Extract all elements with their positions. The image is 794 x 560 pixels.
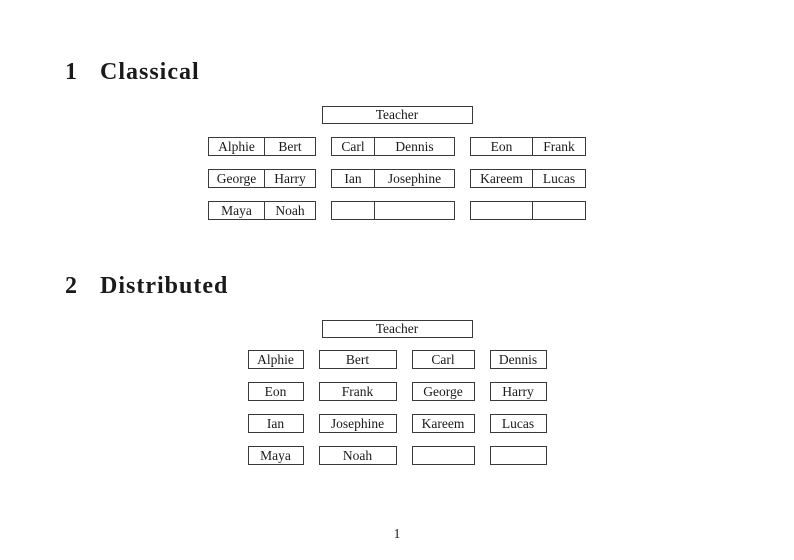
section-title: Classical — [100, 59, 200, 85]
distributed-row-3: Ian Josephine Kareem Lucas — [0, 414, 794, 433]
desk-single: Noah — [318, 446, 397, 465]
desk-single: Frank — [318, 382, 397, 401]
seat-cell-empty — [532, 202, 585, 219]
teacher-row: Teacher — [0, 320, 794, 338]
desk-single-empty — [489, 446, 547, 465]
seat-cell: Frank — [532, 138, 585, 155]
seat-cell: Eon — [490, 139, 513, 154]
desk-single: Eon — [247, 382, 304, 401]
teacher-row: Teacher — [0, 106, 794, 124]
desk-single: Maya — [247, 446, 304, 465]
desk-single: Bert — [318, 350, 397, 369]
desk-single: Dennis — [489, 350, 547, 369]
desk-single: Lucas — [489, 414, 547, 433]
seat-cell-empty — [332, 202, 374, 219]
desk: George Harry — [208, 169, 316, 188]
teacher-box: Teacher — [321, 320, 473, 338]
desk-single-empty — [411, 446, 475, 465]
teacher-box: Teacher — [321, 106, 473, 124]
distributed-row-4: Maya Noah — [0, 446, 794, 465]
classical-row-2: George Harry Ian Josephine Kareem Lucas — [0, 169, 794, 188]
seat-cell: Carl — [341, 139, 365, 154]
distributed-row-1: Alphie Bert Carl Dennis — [0, 350, 794, 369]
seat-cell: Ian — [344, 171, 362, 186]
seat-cell: Dennis — [374, 138, 454, 155]
seat-cell: Kareem — [480, 171, 523, 186]
desk: Maya Noah — [208, 201, 316, 220]
seat-cell: Maya — [221, 203, 252, 218]
seat-cell: Alphie — [218, 139, 255, 154]
desk: Alphie Bert — [208, 137, 316, 156]
section-1-heading: 1 Classical — [65, 60, 794, 84]
desk-single: Kareem — [411, 414, 475, 433]
desk-single: Harry — [489, 382, 547, 401]
section-2-heading: 2 Distributed — [65, 274, 794, 298]
seat-cell: Josephine — [374, 170, 454, 187]
seat-cell: Harry — [264, 170, 315, 187]
section-number: 1 — [65, 59, 78, 85]
desk-single: Josephine — [318, 414, 397, 433]
page-number: 1 — [393, 526, 401, 541]
desk: Kareem Lucas — [470, 169, 586, 188]
seat-cell: Lucas — [532, 170, 585, 187]
section-number: 2 — [65, 273, 78, 299]
desk-single: Carl — [411, 350, 475, 369]
seat-cell: Bert — [264, 138, 315, 155]
seat-cell-empty — [374, 202, 454, 219]
desk: Carl Dennis — [331, 137, 455, 156]
desk-single: George — [411, 382, 475, 401]
desk — [331, 201, 455, 220]
distributed-row-2: Eon Frank George Harry — [0, 382, 794, 401]
desk: Ian Josephine — [331, 169, 455, 188]
seat-cell-empty — [471, 202, 532, 219]
classical-diagram: Teacher Alphie Bert Carl Dennis Eon Fran… — [0, 106, 794, 220]
classical-row-3: Maya Noah — [0, 201, 794, 220]
desk — [470, 201, 586, 220]
distributed-diagram: Teacher Alphie Bert Carl Dennis Eon Fran… — [0, 320, 794, 465]
desk: Eon Frank — [470, 137, 586, 156]
seat-cell: Noah — [264, 202, 315, 219]
classical-row-1: Alphie Bert Carl Dennis Eon Frank — [0, 137, 794, 156]
desk-single: Alphie — [247, 350, 304, 369]
seat-cell: George — [216, 171, 257, 186]
section-title: Distributed — [100, 273, 229, 299]
desk-single: Ian — [247, 414, 304, 433]
